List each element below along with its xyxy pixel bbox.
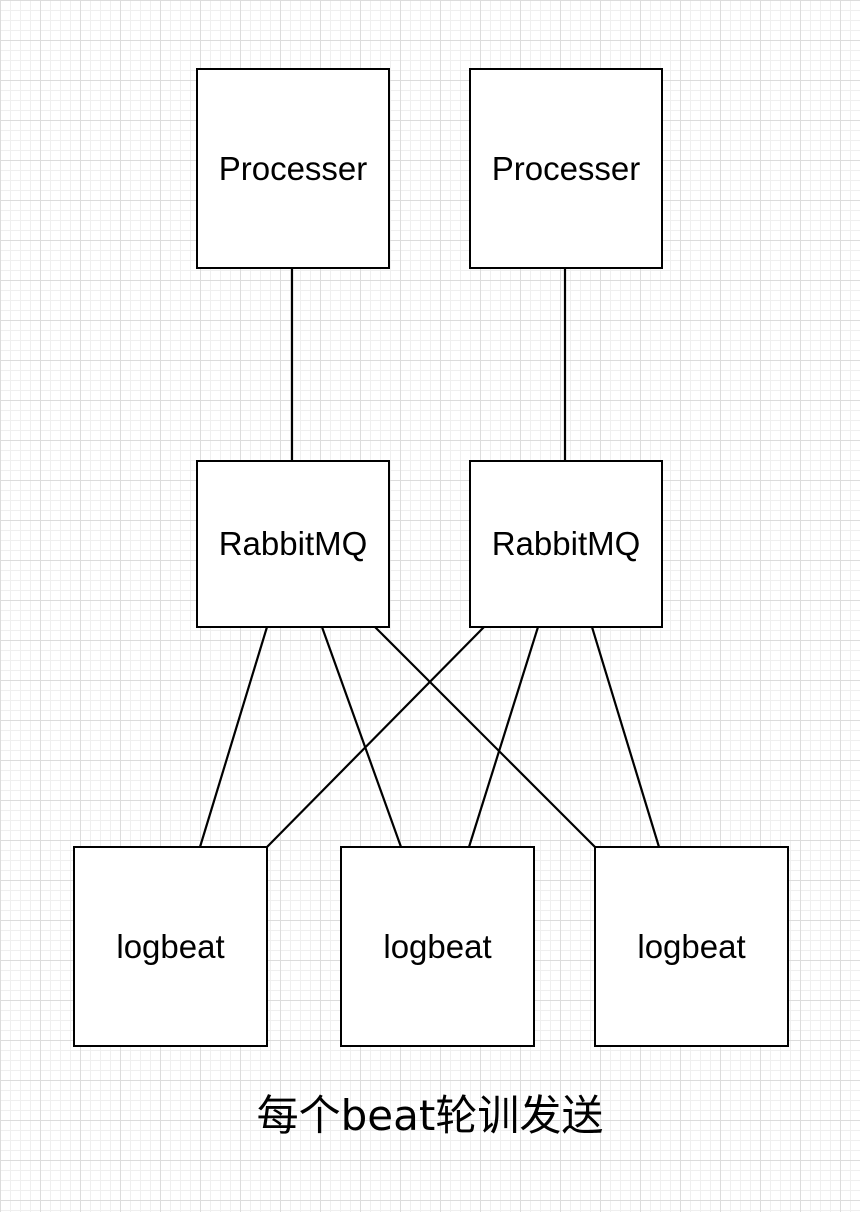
node-logbeat-3: logbeat — [594, 846, 789, 1047]
edge-rabbitmq2-logbeat2 — [467, 626, 540, 848]
node-label: logbeat — [383, 927, 492, 965]
diagram-caption: 每个beat轮训发送 — [256, 1091, 604, 1140]
node-processer-2: Processer — [469, 68, 663, 269]
node-processer-1: Processer — [196, 68, 390, 269]
edge-rabbitmq2-logbeat3 — [590, 626, 661, 848]
edge-rabbitmq1-logbeat1 — [198, 626, 269, 848]
edge-rabbitmq1-logbeat2 — [320, 626, 403, 848]
node-label: logbeat — [116, 927, 225, 965]
node-label: RabbitMQ — [218, 525, 368, 562]
node-label: Processer — [491, 149, 641, 187]
edge-rabbitmq2-logbeat1 — [266, 626, 485, 848]
node-logbeat-1: logbeat — [73, 846, 268, 1047]
node-rabbitmq-1: RabbitMQ — [196, 460, 390, 628]
node-label: RabbitMQ — [491, 525, 641, 562]
node-label: Processer — [218, 149, 368, 187]
node-rabbitmq-2: RabbitMQ — [469, 460, 663, 628]
edge-rabbitmq1-logbeat3 — [374, 626, 596, 848]
node-label: logbeat — [637, 927, 746, 965]
node-logbeat-2: logbeat — [340, 846, 535, 1047]
